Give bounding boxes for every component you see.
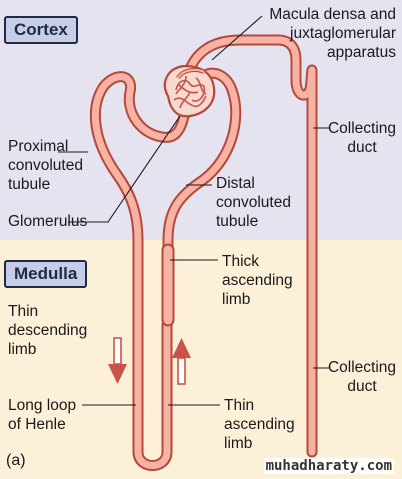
glomerulus: [163, 64, 216, 118]
label-macula-densa: Macula densa and juxtaglomerular apparat…: [269, 6, 396, 61]
label-distal-convoluted-tubule: Distal convoluted tubule: [216, 175, 291, 230]
label-glomerulus: Glomerulus: [8, 213, 88, 230]
label-thick-ascending-limb: Thick ascending limb: [222, 253, 293, 308]
watermark: muhadharaty.com: [263, 458, 394, 474]
label-proximal-convoluted-tubule: Proximal convoluted tubule: [8, 138, 83, 193]
label-collecting-duct-upper: Collecting duct: [327, 120, 397, 156]
panel-label: (a): [6, 452, 26, 469]
leader-glomerulus: [68, 115, 181, 223]
label-long-loop-of-henle: Long loop of Henle: [8, 397, 77, 433]
medulla-zone-label: Medulla: [4, 260, 88, 288]
cortex-zone-label: Cortex: [4, 16, 78, 44]
label-thin-descending-limb: Thin descending limb: [8, 303, 88, 358]
ascending-flow-arrow: [172, 338, 191, 385]
label-thin-ascending-limb: Thin ascending limb: [224, 397, 295, 452]
label-collecting-duct-lower: Collecting duct: [327, 359, 397, 395]
leader-macula-densa: [211, 15, 263, 61]
descending-flow-arrow: [108, 337, 127, 384]
